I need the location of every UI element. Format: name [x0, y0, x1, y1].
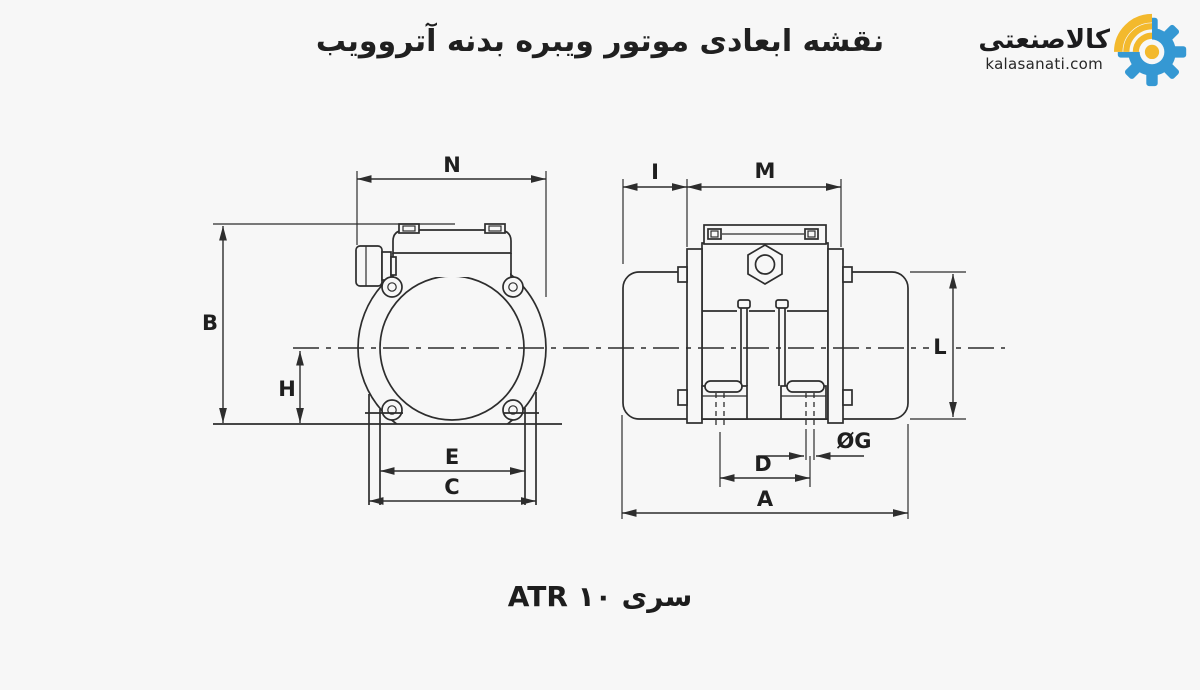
dimension-lines	[213, 171, 966, 519]
brand-domain: kalasanati.com	[985, 54, 1104, 73]
dim-label-h: H	[278, 377, 296, 401]
series-model: ATR ۱۰	[507, 580, 612, 613]
hex-bolt	[747, 244, 783, 285]
side-view	[622, 224, 909, 487]
dim-label-l: L	[933, 335, 946, 359]
series-caption: سری ATR ۱۰	[0, 580, 1200, 613]
dim-label-e: E	[445, 445, 459, 469]
dim-label-d: D	[754, 452, 771, 476]
dim-label-a: A	[757, 487, 774, 511]
page-title: نقشه ابعادی موتور ویبره بدنه آتروویب	[315, 24, 885, 59]
dim-label-c: C	[444, 475, 459, 499]
dim-label-g: ØG	[836, 429, 871, 453]
dimension-labels: N B H E C I M L D ØG A	[202, 153, 952, 511]
brand-name: کالاصنعتی	[978, 25, 1110, 56]
signal-arcs	[1114, 13, 1153, 53]
brand-logo: کالاصنعتی kalasanati.com	[978, 12, 1190, 88]
dim-label-i: I	[651, 160, 659, 184]
front-view	[213, 223, 562, 505]
brand-wordmark: کالاصنعتی kalasanati.com	[978, 25, 1110, 73]
series-label: سری	[621, 580, 693, 613]
dim-label-n: N	[443, 153, 461, 177]
gear-signal-icon	[1114, 13, 1187, 87]
flange-bolts	[381, 276, 524, 421]
dim-label-m: M	[755, 159, 776, 183]
cable-gland	[355, 245, 397, 287]
dim-label-b: B	[202, 311, 218, 335]
